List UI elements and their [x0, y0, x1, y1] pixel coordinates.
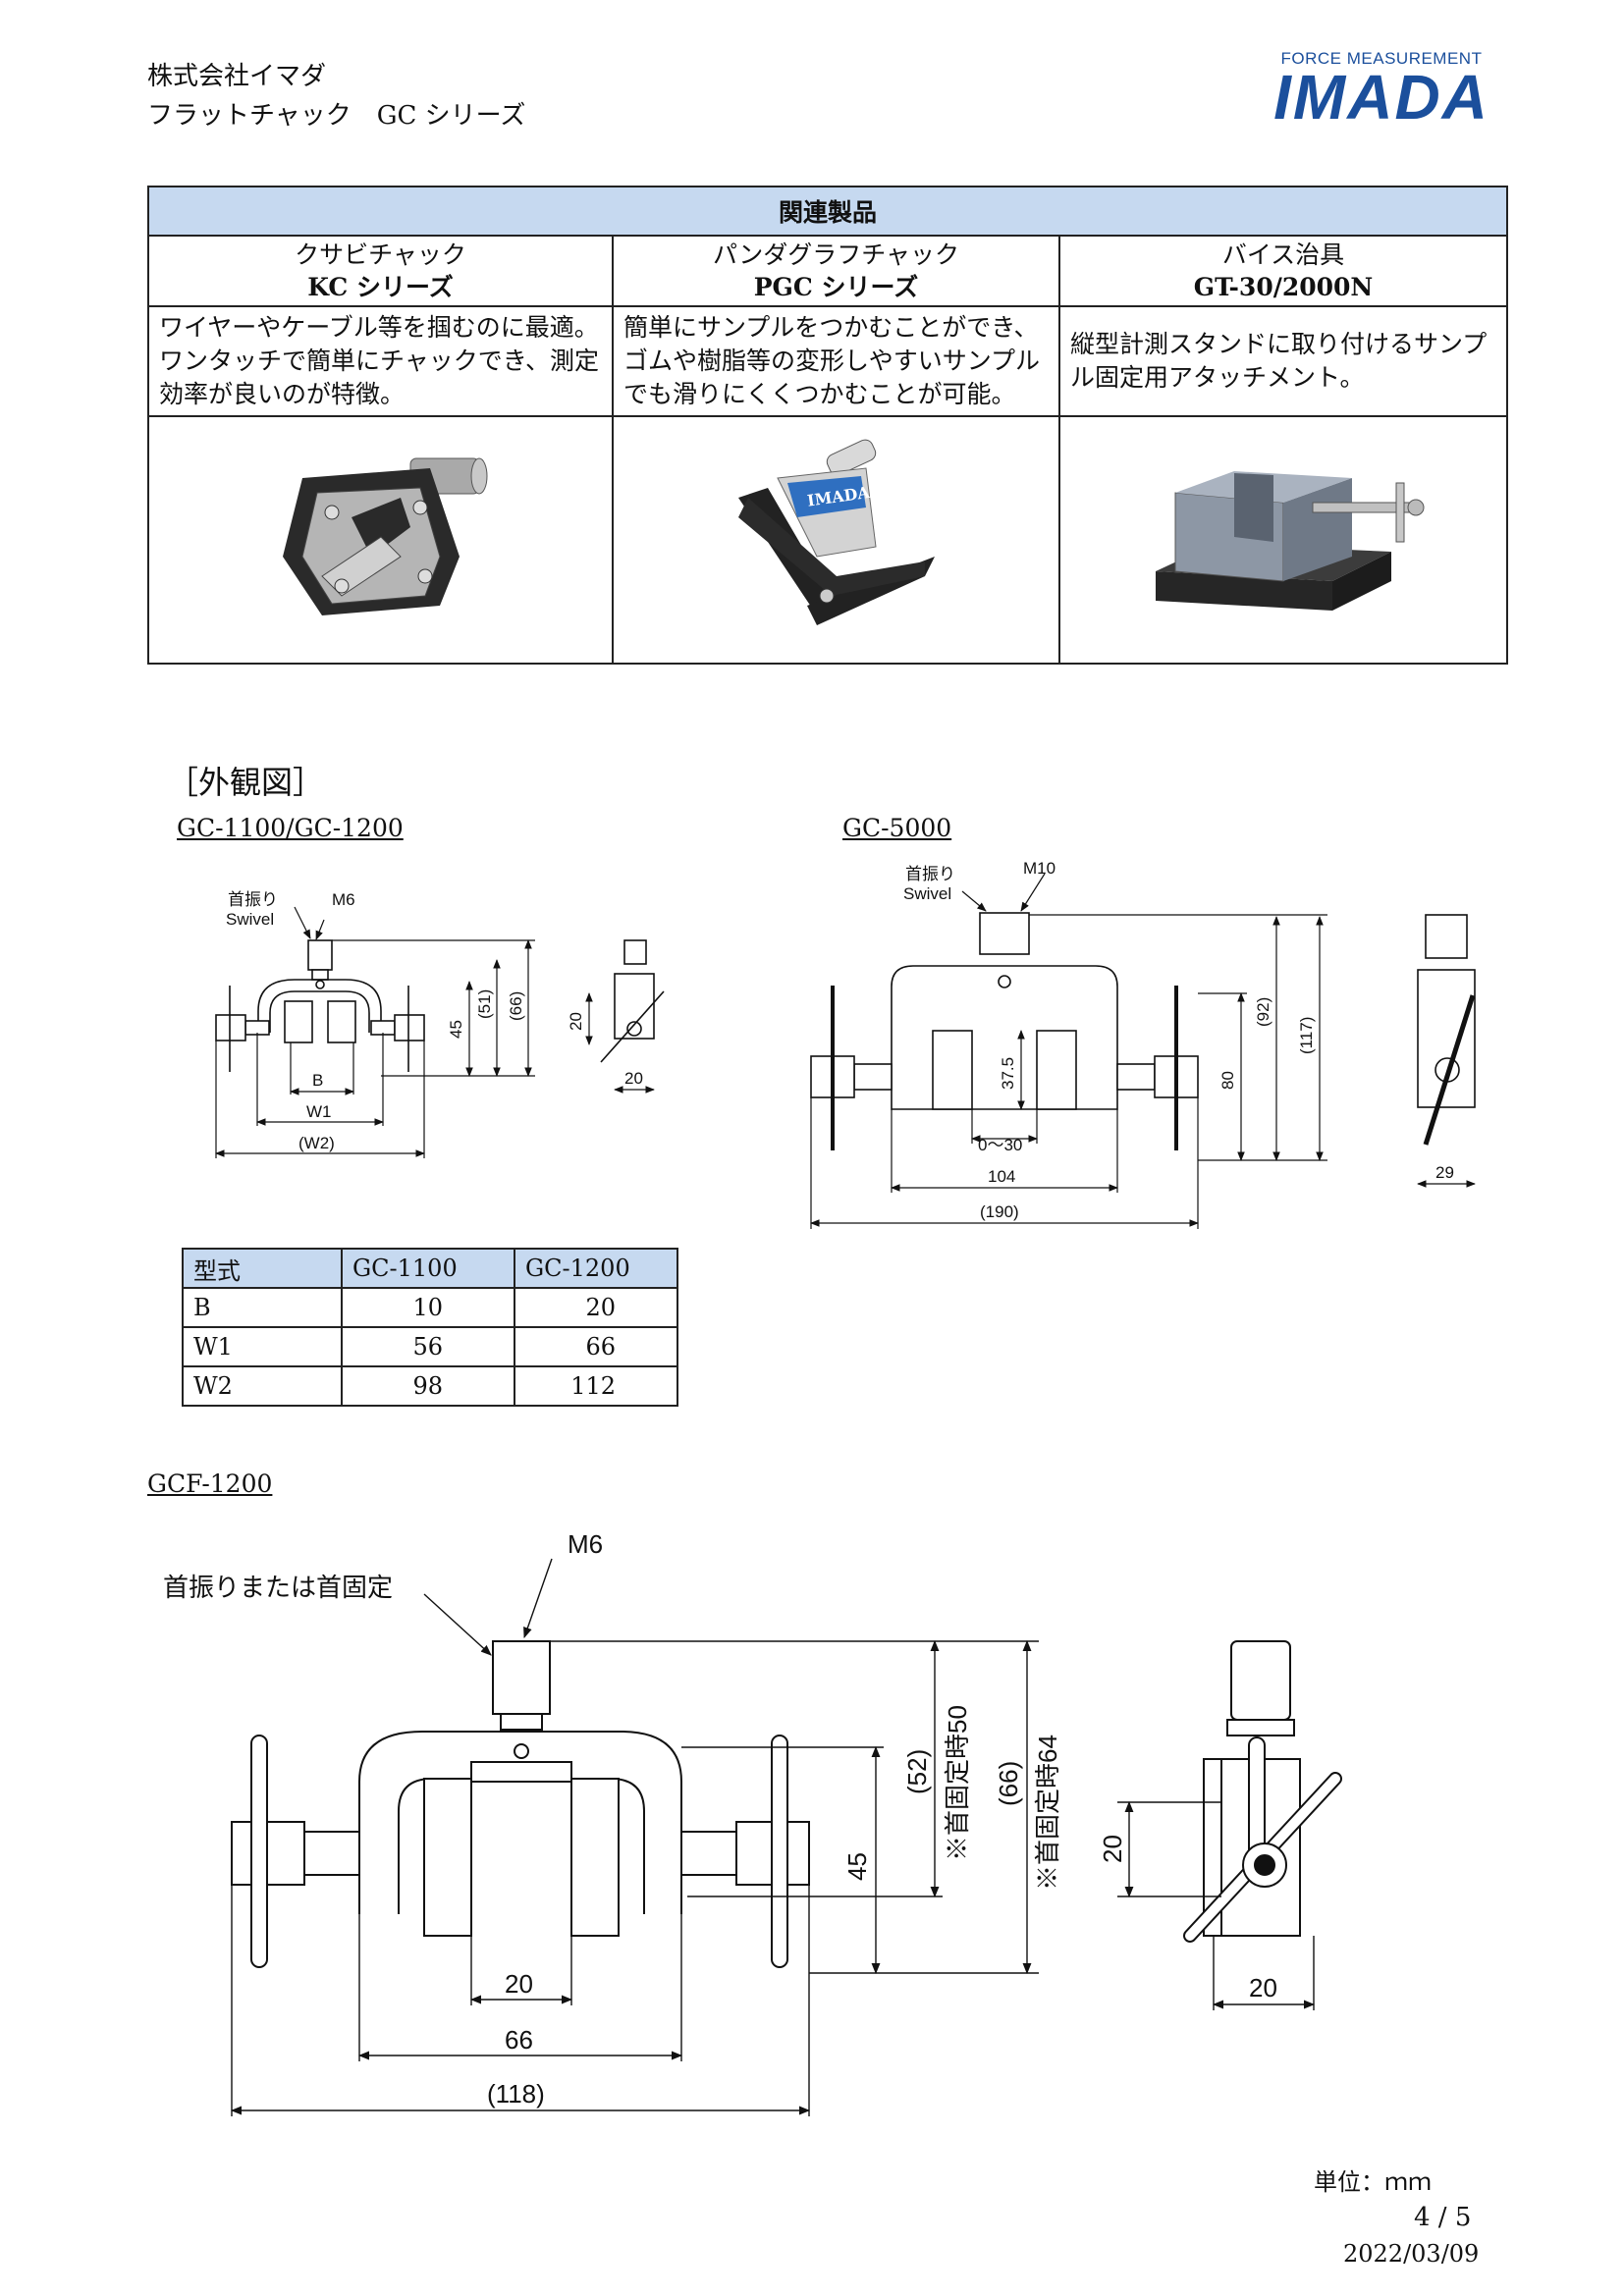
imada-logo: FORCE MEASUREMENT IMADA: [1272, 49, 1490, 133]
dim-gcf-45: 45: [842, 1852, 872, 1881]
note-gcf-50: ※首固定時50: [943, 1705, 972, 1861]
spec-row-label: W1: [182, 1326, 343, 1367]
wedge-chuck-image: [282, 457, 487, 615]
product-desc-kc: ワイヤーやケーブル等を掴むのに最適。ワンタッチで簡単にチャックでき、測定効率が良…: [147, 305, 614, 417]
dim-b: B: [312, 1071, 323, 1090]
dim-190: (190): [980, 1202, 1019, 1221]
dim-h51: (51): [475, 989, 494, 1019]
gc5000-dim-labels: 37.5 0～30 104 (190) 80 (92) (117) 首振り Sw…: [903, 859, 1316, 1221]
dim-80: 80: [1218, 1071, 1237, 1090]
dim-w1: W1: [306, 1102, 332, 1121]
thread-gcf-m6: M6: [568, 1529, 603, 1559]
gc1100-front-view: [215, 939, 425, 1072]
gc1100-side-view: [585, 939, 665, 1094]
note-gcf-64: ※首固定時64: [1033, 1735, 1062, 1891]
dim-117: (117): [1297, 1017, 1316, 1054]
gcf1200-side-view: [1117, 1640, 1342, 2010]
product-desc-gt: 縦型計測スタンドに取り付けるサンプル固定用アタッチメント。: [1057, 305, 1509, 417]
thread-m10: M10: [1023, 859, 1056, 878]
gc5000-side-view: [1417, 914, 1476, 1188]
spec-cell: 20: [514, 1287, 678, 1328]
gc1100-dim-labels: B W1 (W2) 45 (51) (66) 首振り Swivel M6: [226, 890, 525, 1152]
dim-37-5: 37.5: [999, 1057, 1017, 1090]
dim-gcf-side-20v: 20: [1098, 1835, 1127, 1863]
logo-tagline: FORCE MEASUREMENT: [1280, 49, 1483, 68]
spec-row-label: B: [182, 1287, 343, 1328]
document-date: 2022/03/09: [1343, 2240, 1480, 2268]
dim-side-20h: 20: [624, 1069, 643, 1088]
spec-header-gc1100: GC-1100: [341, 1248, 515, 1289]
logo-wordmark: IMADA: [1273, 62, 1489, 133]
gc5000-front-view: [810, 912, 1199, 1150]
dim-gcf-118: (118): [487, 2079, 545, 2109]
gcf1200-dimensions: [230, 1558, 1039, 2116]
spec-cell: 98: [341, 1365, 515, 1407]
spec-header-gc1200: GC-1200: [514, 1248, 678, 1289]
spec-cell: 10: [341, 1287, 515, 1328]
drawing-label-gcf1200: GCF-1200: [147, 1469, 273, 1498]
spec-cell: 56: [341, 1326, 515, 1367]
spec-header-model: 型式: [182, 1248, 343, 1289]
table-row: B 10 20: [182, 1287, 678, 1328]
dim-range: 0～30: [978, 1136, 1022, 1154]
product-photo-kc: [147, 415, 614, 665]
gcf1200-dim-labels: 20 66 (118) 45 (52) ※首固定時50 (66) ※首固定時64…: [163, 1529, 1062, 2109]
dim-gcf-52: (52): [902, 1749, 932, 1794]
dim-gcf-side-20h: 20: [1249, 1973, 1277, 2002]
swivel-label-en-5000: Swivel: [903, 884, 951, 903]
spec-table: 型式 GC-1100 GC-1200 B 10 20 W1 56 66 W2 9…: [182, 1248, 678, 1407]
drawing-label-gc5000: GC-5000: [842, 814, 952, 842]
gc1100-dimensions: [215, 906, 535, 1158]
dim-92: (92): [1254, 997, 1272, 1027]
swivel-label-gcf: 首振りまたは首固定: [163, 1573, 393, 1602]
product-desc-pgc: 簡単にサンプルをつかむことができ、ゴムや樹脂等の変形しやすいサンプルでも滑りにく…: [612, 305, 1060, 417]
table-row: W2 98 112: [182, 1365, 678, 1407]
dim-gcf-20: 20: [505, 1969, 533, 1999]
section-title: ［外観図］: [167, 764, 325, 801]
spec-cell: 112: [514, 1365, 678, 1407]
dim-gcf-66h: (66): [994, 1761, 1023, 1806]
dim-gcf-66: 66: [505, 2025, 533, 2055]
gc5000-dimensions: [810, 873, 1327, 1229]
spec-header-row: 型式 GC-1100 GC-1200: [182, 1248, 678, 1289]
dim-104: 104: [988, 1167, 1015, 1186]
spec-cell: 66: [514, 1326, 678, 1367]
thread-m6: M6: [332, 890, 355, 909]
document-title: フラットチャック GC シリーズ: [147, 101, 526, 131]
product-photo-gt: [1057, 415, 1509, 665]
swivel-label-jp-5000: 首振り: [905, 865, 955, 883]
dim-29: 29: [1435, 1163, 1454, 1182]
product-photo-pgc: IMADA: [612, 415, 1060, 665]
dim-h66: (66): [507, 991, 525, 1021]
drawing-label-gc1100: GC-1100/GC-1200: [177, 814, 404, 842]
vise-fixture-image: [1156, 471, 1425, 611]
swivel-label-jp: 首振り: [228, 890, 278, 909]
page-number: 4 / 5: [1414, 2203, 1472, 2232]
spec-row-label: W2: [182, 1365, 343, 1407]
dim-side-20v: 20: [567, 1012, 585, 1031]
dim-h45: 45: [447, 1020, 465, 1039]
unit-note: 単位：ｍｍ: [1314, 2168, 1432, 2196]
dim-w2: (W2): [298, 1134, 335, 1152]
gcf1200-front-view: [231, 1640, 810, 1968]
table-row: W1 56 66: [182, 1326, 678, 1367]
pantograph-chuck-image: IMADA: [737, 439, 935, 625]
company-name: 株式会社イマダ: [147, 62, 327, 91]
swivel-label-en: Swivel: [226, 910, 274, 929]
related-heading: 関連製品: [146, 186, 1509, 237]
